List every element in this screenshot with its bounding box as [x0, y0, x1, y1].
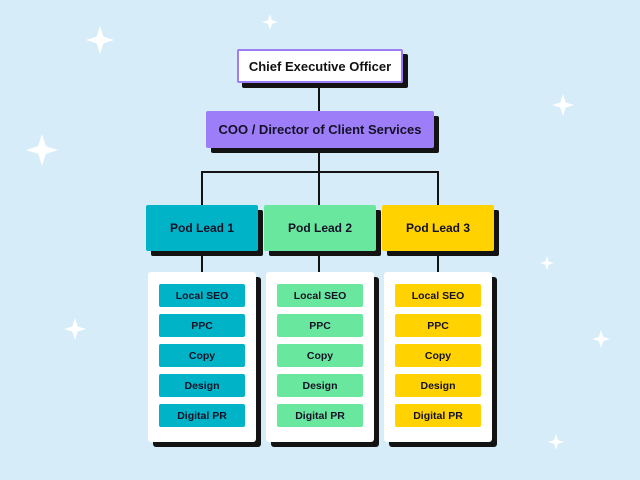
connector-pod2-container [318, 251, 320, 272]
connector-pod1-drop [201, 171, 203, 205]
service-item: Copy [395, 344, 481, 367]
service-item: Local SEO [395, 284, 481, 307]
pod-lead-3-label: Pod Lead 3 [405, 221, 470, 235]
pod-2-services-panel: Local SEO PPC Copy Design Digital PR [266, 272, 374, 442]
sparkle-icon [548, 434, 564, 450]
pod-lead-2-label: Pod Lead 2 [287, 221, 352, 235]
connector-pod1-container [201, 251, 203, 272]
sparkle-icon [552, 94, 574, 116]
service-item: Design [159, 374, 245, 397]
service-item: Local SEO [159, 284, 245, 307]
connector-pod3-container [437, 251, 439, 272]
service-item: PPC [395, 314, 481, 337]
connector-horizontal [201, 171, 439, 173]
connector-pod2-drop [318, 171, 320, 205]
service-item: Copy [277, 344, 363, 367]
coo-box: COO / Director of Client Services [206, 111, 434, 148]
service-item: Design [395, 374, 481, 397]
sparkle-icon [86, 26, 114, 54]
service-item: PPC [159, 314, 245, 337]
pod-1-services-panel: Local SEO PPC Copy Design Digital PR [148, 272, 256, 442]
pod-3-services-panel: Local SEO PPC Copy Design Digital PR [384, 272, 492, 442]
sparkle-icon [64, 318, 86, 340]
sparkle-icon [26, 134, 58, 166]
pod-lead-1-label: Pod Lead 1 [169, 221, 234, 235]
connector-ceo-coo [318, 84, 320, 112]
sparkle-icon [540, 256, 554, 270]
pod-lead-2-box: Pod Lead 2 [264, 205, 376, 251]
coo-label: COO / Director of Client Services [218, 122, 422, 137]
service-item: Digital PR [277, 404, 363, 427]
ceo-box: Chief Executive Officer [237, 49, 403, 83]
sparkle-icon [262, 14, 278, 30]
service-item: Design [277, 374, 363, 397]
connector-coo-stem [318, 148, 320, 173]
service-item: Digital PR [395, 404, 481, 427]
pod-lead-3-box: Pod Lead 3 [382, 205, 494, 251]
pod-lead-1-box: Pod Lead 1 [146, 205, 258, 251]
sparkle-icon [592, 330, 610, 348]
connector-pod3-drop [437, 171, 439, 205]
service-item: Local SEO [277, 284, 363, 307]
ceo-label: Chief Executive Officer [248, 58, 392, 74]
service-item: Digital PR [159, 404, 245, 427]
service-item: PPC [277, 314, 363, 337]
service-item: Copy [159, 344, 245, 367]
